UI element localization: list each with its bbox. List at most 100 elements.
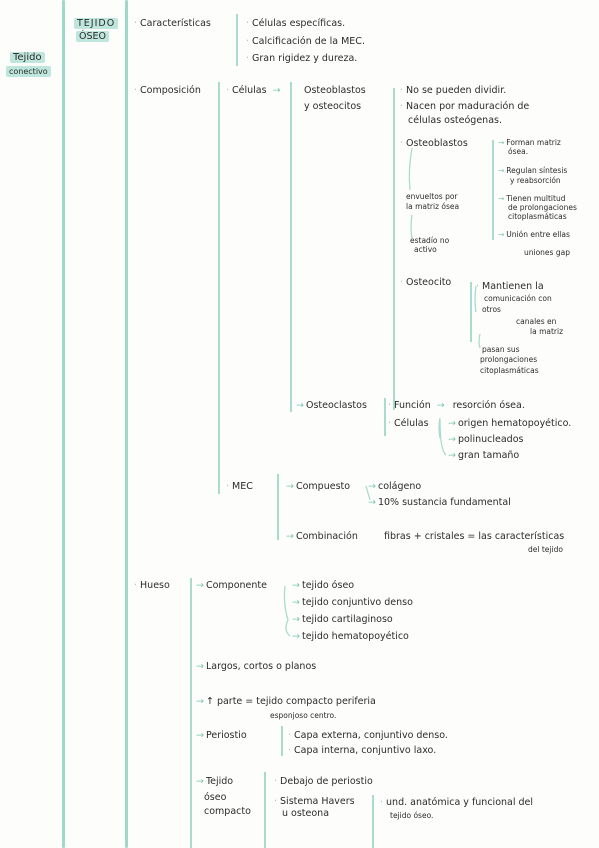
dot: · — [288, 730, 292, 741]
mec-comp-1: →colágeno — [368, 481, 421, 492]
ost-label-1: Osteoblastos — [304, 85, 366, 96]
blastos-right-7: citoplasmáticas — [508, 212, 567, 221]
blastos-right-9: uniones gap — [524, 248, 570, 257]
blastos-right-1: →Forman matriz — [498, 138, 561, 147]
hueso-comp-4: →tejido hematopoyético — [292, 631, 409, 642]
clastos-func-label: Función — [394, 400, 431, 411]
clastos-bar — [384, 398, 386, 436]
blastos-right-6: de prolongaciones — [508, 203, 577, 212]
mec-label: ·MEC — [226, 481, 253, 492]
cito-item-8: citoplasmáticas — [480, 366, 539, 375]
mec-bar — [277, 474, 279, 540]
arrow-icon: → — [196, 661, 204, 672]
mec-comb-text-2: del tejido — [528, 545, 563, 554]
car-item-3: ·Gran rigidez y dureza. — [246, 53, 357, 64]
cito-item-4: canales en — [516, 317, 557, 326]
dot: · — [246, 53, 250, 64]
mec-comb: →Combinación — [286, 531, 358, 542]
car-item-1: ·Células específicas. — [246, 18, 345, 29]
clastos-cel-2-text: polinucleados — [457, 434, 524, 445]
hueso-parte-text: ↑ parte = tejido compacto periferia — [205, 696, 376, 707]
dot: · — [380, 797, 384, 808]
dot: · — [388, 400, 392, 411]
car-label: ·Características — [134, 18, 211, 29]
clastos-cel-label: Células — [394, 418, 429, 429]
peri-item-2: ·Capa interna, conjuntivo laxo. — [288, 745, 436, 756]
hueso-bar — [190, 578, 192, 848]
hueso-componente: →Componente — [196, 580, 267, 591]
car-item-2: ·Calcificación de la MEC. — [246, 36, 365, 47]
mec-comp-1-text: colágeno — [377, 481, 422, 492]
cito-item-1-text: Mantienen la — [482, 281, 544, 292]
dot: · — [246, 18, 250, 29]
arrow-icon: → — [498, 194, 505, 203]
arrow-icon: → — [368, 497, 376, 508]
hueso-comp-4-text: tejido hematopoyético — [301, 631, 409, 642]
mec-comb-text: fibras + cristales = las características — [384, 531, 565, 542]
compacto-list-2-text: Sistema Havers — [280, 796, 355, 807]
arrow-icon: → — [196, 696, 204, 707]
blastos-right-8: →Unión entre ellas — [498, 230, 570, 239]
ost-item-2: ·Nacen por maduración de — [400, 101, 529, 112]
clastos-cel-3-text: gran tamaño — [457, 450, 520, 461]
blastos-right-1-text: Forman matriz — [506, 138, 561, 147]
dot: · — [400, 85, 404, 96]
arrow-icon: → — [292, 631, 300, 642]
mec-compuesto-label: Compuesto — [295, 481, 351, 492]
compacto-list-1: ·Debajo de periostio — [274, 776, 373, 787]
hueso-periostio-label: Periostio — [205, 730, 247, 741]
dot: · — [400, 138, 404, 149]
blastos-title: Osteoblastos — [406, 138, 468, 149]
cito-title: Osteocito — [406, 277, 452, 288]
havers-bar — [372, 795, 374, 848]
blastos-right-3: →Regulan síntesis — [498, 166, 567, 175]
clastos-title: Osteoclastos — [305, 400, 367, 411]
hueso-tipos-text: Largos, cortos o planos — [205, 661, 317, 672]
arrow-icon: → — [448, 434, 456, 445]
arrow-icon: → — [296, 400, 304, 411]
arrow-icon: → — [196, 730, 204, 741]
comp-title: Composición — [140, 85, 201, 96]
car-item-3-text: Gran rigidez y dureza. — [252, 53, 358, 64]
dot: · — [400, 101, 404, 112]
mec-comp-2: →10% sustancia fundamental — [368, 497, 511, 508]
clastos-func-value: resorción ósea. — [452, 400, 525, 411]
blastos-right-4: y reabsorción — [510, 176, 561, 185]
arrow-icon: → — [498, 230, 505, 239]
hueso-comp-3-text: tejido cartilaginoso — [301, 614, 393, 625]
arrow-icon: → — [448, 418, 456, 429]
cito-label: ·Osteocito — [400, 277, 451, 288]
peri-item-1: ·Capa externa, conjuntivo denso. — [288, 730, 448, 741]
ost-label-2: y osteocitos — [304, 101, 362, 112]
hueso-label: ·Hueso — [134, 580, 170, 591]
dot: · — [226, 85, 230, 96]
peri-bar — [281, 726, 283, 756]
arrow-icon: → — [292, 614, 300, 625]
cito-item-7: prolongaciones — [480, 355, 538, 364]
hueso-parte: →↑ parte = tejido compacto periferia — [196, 696, 376, 707]
car-title: Características — [140, 18, 211, 29]
dot: · — [226, 481, 230, 492]
peri-item-2-text: Capa interna, conjuntivo laxo. — [294, 745, 437, 756]
hueso-comp-1: →tejido óseo — [292, 580, 354, 591]
arrow-icon: → — [286, 531, 294, 542]
hueso-comp-2: →tejido conjuntivo denso — [292, 597, 413, 608]
blastos-right-2: ósea. — [508, 147, 529, 156]
unidad-1-text: und. anatómica y funcional del — [386, 797, 534, 808]
celulas-label: ·Células→ — [226, 85, 283, 96]
cito-item-6: pasan sus — [482, 345, 520, 354]
comp-bar — [218, 82, 220, 494]
hueso-tipos: →Largos, cortos o planos — [196, 661, 316, 672]
clastos-cel-3: →gran tamaño — [448, 450, 519, 461]
arrow-icon: → — [272, 85, 281, 96]
clastos-func: ·Función→resorción ósea. — [388, 400, 525, 411]
cito-item-1: ·Mantienen la — [476, 281, 544, 292]
dot: · — [288, 745, 292, 756]
mec-comp-2-text: 10% sustancia fundamental — [377, 497, 511, 508]
hueso-componente-label: Componente — [205, 580, 267, 591]
arrow-icon: → — [196, 776, 204, 787]
unidad-2: tejido óseo. — [390, 811, 434, 820]
dot: · — [134, 85, 138, 96]
cito-item-2: comunicación con — [484, 294, 552, 303]
